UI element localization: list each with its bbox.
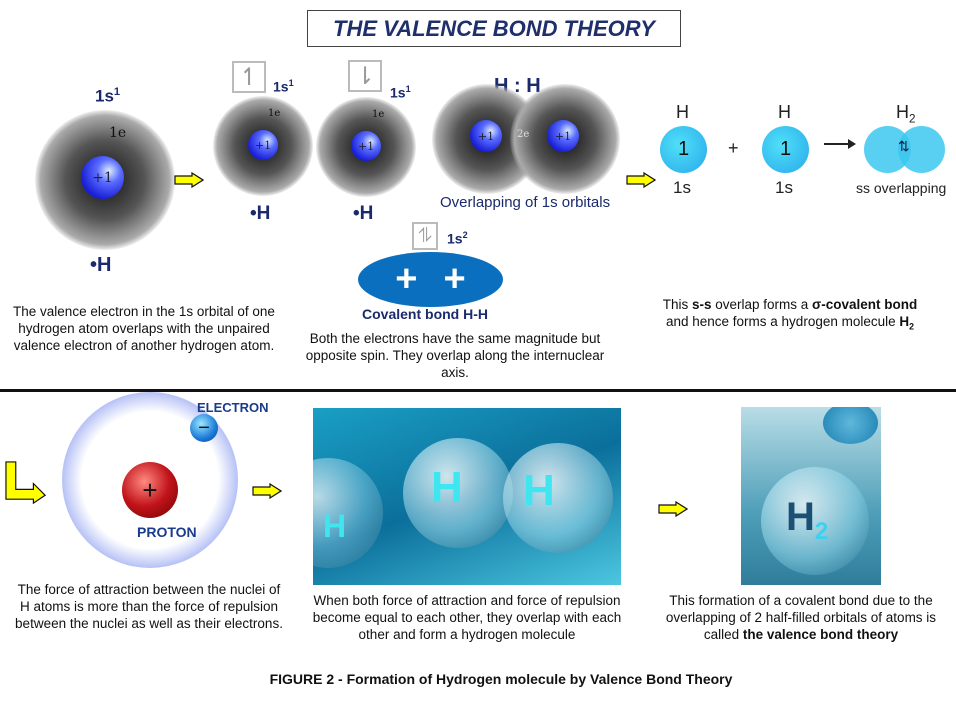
atom3-label: •H — [353, 203, 374, 224]
page-title: THE VALENCE BOND THEORY — [307, 10, 681, 47]
atom2-config: 1s1 — [273, 78, 294, 95]
orbital-label-2: 1s — [775, 178, 793, 197]
shared-electrons-label: 2e — [517, 129, 530, 140]
atom1-config: 1s1 — [95, 86, 121, 106]
caption-middle: Both the electrons have the same magnitu… — [305, 331, 605, 380]
l-arrow-icon — [5, 461, 47, 504]
atom1-nucleus: +1 — [81, 156, 124, 199]
arrow-right-icon — [626, 172, 656, 188]
atom3-nucleus: +1 — [351, 131, 381, 161]
arrow-right-icon — [174, 172, 204, 188]
proton-label: PROTON — [137, 524, 197, 540]
spin-up-box: ↿ — [232, 61, 266, 93]
bond-label: Covalent bond H-H — [362, 306, 488, 322]
reaction-arrow-icon — [824, 139, 856, 149]
h2-orbital-right — [898, 126, 945, 173]
h-label-2: H — [778, 102, 791, 122]
arrow-right-icon — [658, 501, 688, 517]
overlap-label: ss overlapping — [856, 180, 947, 196]
caption-left: The valence electron in the 1s orbital o… — [13, 304, 275, 353]
caption-attraction: The force of attraction between the nucl… — [15, 582, 283, 631]
paired-spin-box: ⥮ — [412, 222, 438, 250]
h-label-1: H — [676, 102, 689, 122]
h-atom-1: 1 — [660, 126, 707, 173]
atom3-electron-label: 1e — [372, 109, 385, 120]
hydrogen-spheres-photo: H H H — [313, 408, 621, 585]
molecule-caption: Overlapping of 1s orbitals — [440, 194, 611, 211]
atom3-config: 1s1 — [390, 84, 411, 101]
arrow-right-icon — [252, 483, 282, 499]
plus-icon: + — [443, 258, 466, 300]
covalent-bond-orbital: ++ — [358, 252, 503, 307]
plus-icon: + — [395, 258, 418, 300]
h2-label: H2 — [896, 102, 916, 126]
caption-right: This s-s overlap forms a σ-covalent bond… — [662, 297, 918, 332]
atom1-electron-label: 1e — [109, 125, 127, 141]
plus-sign: + — [728, 138, 739, 158]
section-divider — [0, 389, 956, 392]
caption-equilibrium: When both force of attraction and force … — [312, 593, 622, 642]
atom1-label: •H — [90, 254, 112, 276]
atom2-label: •H — [250, 203, 271, 224]
h-atom-2: 1 — [762, 126, 809, 173]
caption-conclusion: This formation of a covalent bond due to… — [665, 593, 937, 642]
molecule-nucleus-right: +1 — [547, 120, 579, 152]
spin-down-box: ⇂ — [348, 60, 382, 92]
molecule-nucleus-left: +1 — [470, 120, 502, 152]
orbital-label-1: 1s — [673, 178, 691, 197]
proton: + — [122, 462, 178, 518]
h2-bubble-photo: H2 — [741, 407, 881, 585]
paired-spin-icon: ⇅ — [898, 138, 910, 154]
atom2-nucleus: +1 — [248, 130, 278, 160]
electron-label: ELECTRON — [197, 400, 269, 415]
figure-caption: FIGURE 2 - Formation of Hydrogen molecul… — [269, 671, 733, 687]
electron: − — [190, 414, 218, 442]
atom2-electron-label: 1e — [268, 108, 281, 119]
bond-config: 1s2 — [447, 230, 468, 247]
